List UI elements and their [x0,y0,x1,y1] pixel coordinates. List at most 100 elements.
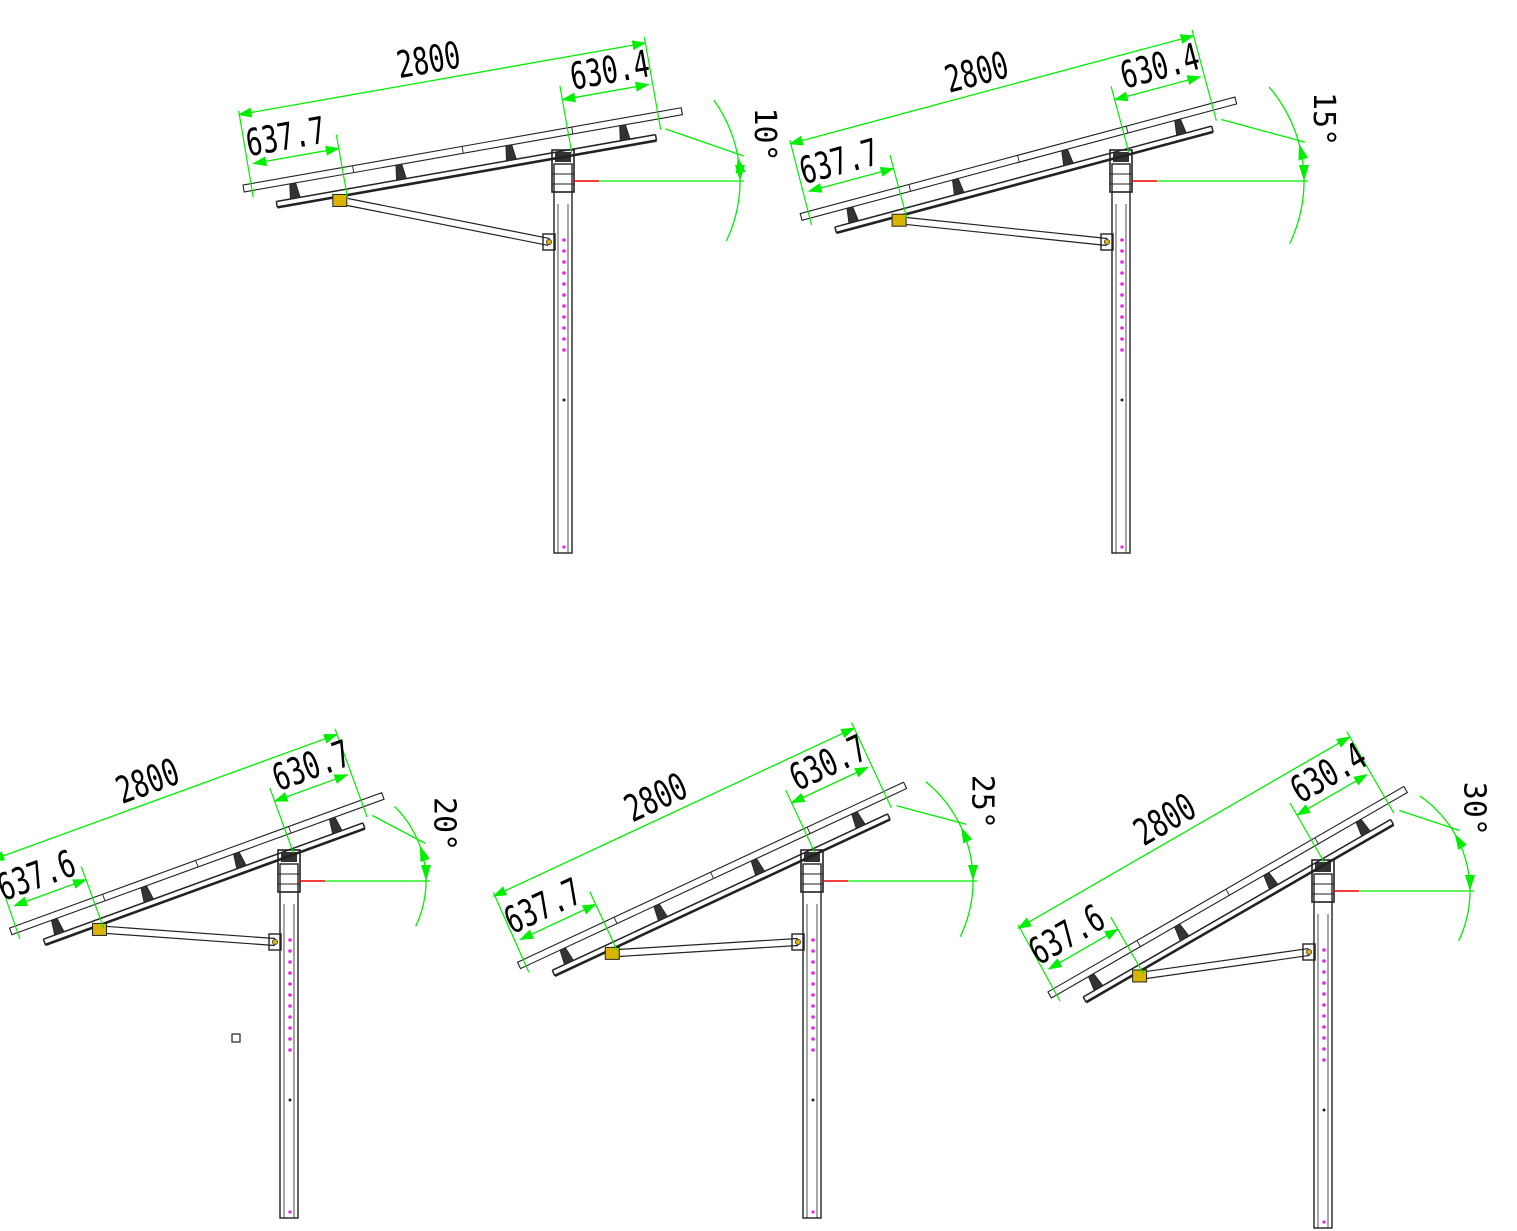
pv-module-seam [1314,837,1319,845]
right-offset-dimension-line [273,774,349,802]
hole-mark [288,1210,292,1214]
hole-mark [811,938,815,942]
angle-arrowhead [968,865,978,881]
pole [1313,873,1333,1229]
right-offset-dimension-label: 630.7 [783,726,874,799]
dimension-extension [1110,86,1130,153]
hole-mark [288,1026,292,1030]
hole-mark [1120,545,1124,549]
angle-arrowhead [735,157,746,174]
angle-arrowhead [1465,875,1475,891]
dimension-extension [589,891,618,952]
tilt-angle-arc [713,99,741,242]
dimension-extension [643,36,662,130]
hole-mark [811,982,815,986]
length-dimension-label: 2800 [618,764,694,831]
diagonal-brace-edge [898,223,1107,247]
pole [802,863,822,1219]
dimension-extension [1289,802,1325,863]
hole-mark [288,993,292,997]
angle-arrowhead [421,865,431,881]
hole-mark [811,993,815,997]
rail-end [834,226,838,234]
tilt-drawing-10: 2800 637.7 630.4 10° [237,33,782,554]
hole-mark [562,326,566,330]
length-dimension-line [237,40,647,118]
hole-mark [1120,348,1124,352]
left-offset-dimension-label: 637.6 [1021,896,1112,974]
purlin-clamp [289,182,301,200]
brace-bolt [795,939,801,945]
hole-mark [562,271,566,275]
hole-mark [811,960,815,964]
hole-mark [1120,326,1124,330]
dimension-extension [789,139,813,226]
dimension-extension [0,879,21,940]
right-offset-dimension-label: 630.4 [1283,734,1374,812]
hole-mark [811,971,815,975]
hole-mark [562,348,566,352]
pole [279,863,299,1219]
angle-arrowhead [961,826,973,844]
pole-bolt [562,398,566,402]
dimension-extension [785,789,816,853]
brace-bolt [272,939,278,945]
purlin-clamp [328,816,343,835]
dimension-extension [559,85,573,154]
hole-mark [811,1026,815,1030]
tilt-angle-label: 20° [426,797,461,851]
pole [1111,163,1131,554]
brace-top-bracket [891,213,907,227]
hole-mark [1322,981,1326,985]
hole-mark [288,938,292,942]
left-offset-dimension-label: 637.6 [0,841,81,909]
left-offset-dimension-label: 637.7 [497,869,588,942]
diagonal-brace-edge [1140,954,1310,981]
purlin-clamp [233,851,247,870]
angle-arrowhead [419,845,430,863]
brace-top-bracket [332,193,348,207]
purlin-clamp [50,917,65,936]
hole-mark [288,1004,292,1008]
purlin-clamp [619,124,631,142]
purlin-clamp [653,903,669,922]
pole-head [551,149,575,193]
hole-mark [562,315,566,319]
length-dimension-line [788,34,1195,146]
tilt-angle-label: 15° [1306,92,1341,146]
pv-module-seam [352,165,355,173]
brace-bottom-bracket [1302,943,1316,961]
hole-mark [1120,260,1124,264]
hole-mark [1120,271,1124,275]
dimension-extension [80,866,105,929]
tilt-drawing-20: 2800 637.6 630.7 20° [0,728,461,1219]
tilt-drawing-15: 2800 637.7 630.4 15° [788,29,1341,554]
hole-mark [562,249,566,253]
panel-angle-extension [896,805,967,825]
left-offset-dimension-line [252,145,340,167]
hole-mark [1120,337,1124,341]
hole-mark [288,982,292,986]
panel-angle-extension [1399,809,1460,832]
panel-angle-extension [665,128,745,157]
hole-mark [562,304,566,308]
dimension-extension [269,787,294,853]
hole-mark [562,238,566,242]
brace-bottom-bracket [268,933,282,951]
rail-end [1389,819,1395,826]
brace-bolt [546,239,552,245]
pv-module-seam [461,146,464,154]
tilt-angle-label: 10° [747,107,782,161]
rail-end [551,970,556,977]
hole-mark [1322,1036,1326,1040]
dimension-extension [889,154,908,219]
left-offset-dimension-line [13,879,87,907]
angle-arrowhead [1298,143,1309,161]
hole-mark [288,1048,292,1052]
pole-bolt [1120,398,1124,402]
diagonal-brace-edge [899,216,1108,240]
purlin-clamp [846,206,860,224]
diagonal-brace-edge [339,203,549,247]
hole-mark [1120,249,1124,253]
length-dimension-line [0,733,338,861]
